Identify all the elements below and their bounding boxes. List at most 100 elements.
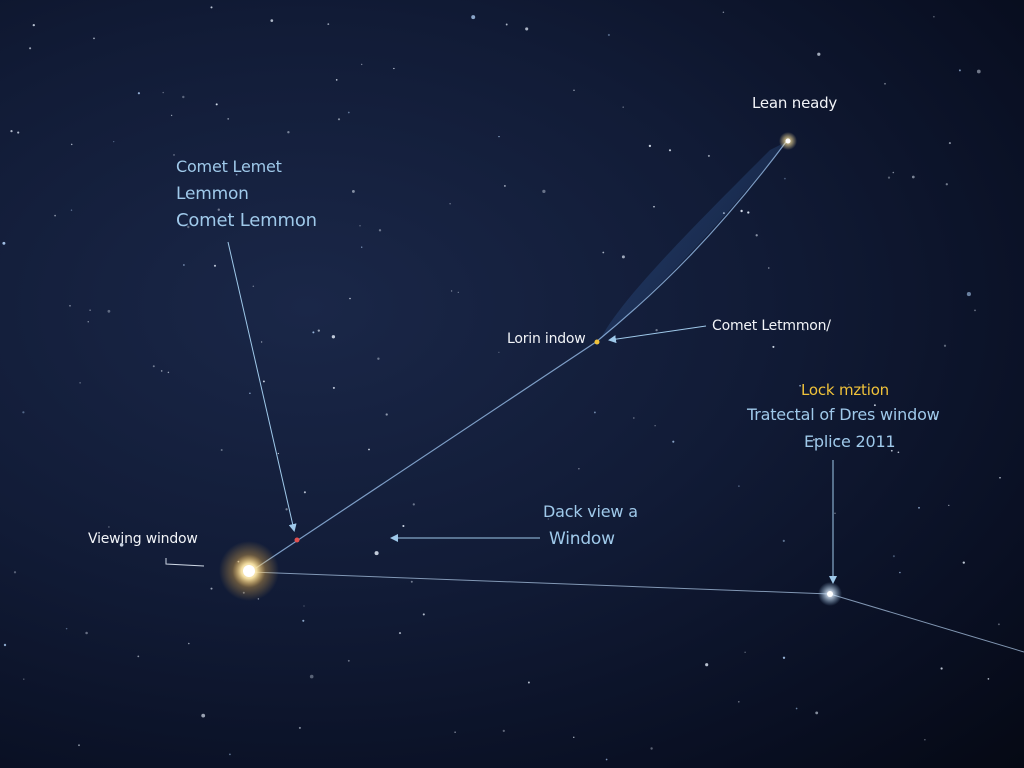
background-star xyxy=(933,417,937,420)
background-star xyxy=(672,440,675,443)
background-star xyxy=(17,131,20,134)
background-star xyxy=(70,209,73,211)
background-star xyxy=(70,143,73,146)
background-star xyxy=(213,264,217,267)
background-star xyxy=(527,681,530,684)
comet-trajectory-line xyxy=(255,141,787,569)
background-star xyxy=(298,726,301,729)
label-comet-lemmon: Comet Lemmon xyxy=(176,210,317,231)
background-star xyxy=(768,267,770,269)
background-star xyxy=(498,351,500,353)
viewing-window-pointer xyxy=(165,558,205,567)
background-star xyxy=(783,177,786,180)
background-star xyxy=(668,149,672,152)
background-star xyxy=(873,404,876,407)
background-star xyxy=(262,380,265,383)
background-star xyxy=(347,111,350,114)
background-star xyxy=(449,202,451,205)
background-star xyxy=(722,11,725,14)
background-star xyxy=(848,383,850,386)
background-star xyxy=(962,561,965,564)
background-star xyxy=(454,731,456,733)
background-star xyxy=(277,452,279,455)
background-star xyxy=(782,539,785,543)
label-viewing-window: Viewing window xyxy=(88,531,198,547)
background-star xyxy=(2,241,6,245)
background-star xyxy=(54,214,56,217)
background-star xyxy=(22,411,25,414)
background-star xyxy=(525,27,529,31)
background-star xyxy=(933,15,935,18)
background-star xyxy=(948,504,950,507)
background-star xyxy=(349,297,351,300)
comet-tail-glow xyxy=(600,142,786,340)
background-star xyxy=(547,518,549,520)
background-star xyxy=(593,411,596,414)
background-star xyxy=(335,79,338,81)
background-star xyxy=(303,605,305,607)
background-star xyxy=(113,140,115,143)
background-star xyxy=(317,329,320,332)
background-star xyxy=(817,52,821,56)
background-star xyxy=(377,357,380,360)
background-star xyxy=(802,328,805,331)
background-star xyxy=(887,176,891,179)
background-star xyxy=(958,69,961,72)
background-star xyxy=(650,747,653,750)
background-star xyxy=(162,91,164,94)
comet-marker-yellow xyxy=(594,339,600,345)
background-star xyxy=(705,663,709,667)
background-star xyxy=(368,448,370,451)
background-star xyxy=(402,524,405,528)
background-star xyxy=(331,335,336,339)
background-star xyxy=(227,117,230,120)
background-star xyxy=(602,251,605,254)
background-star xyxy=(337,118,341,121)
background-star xyxy=(632,417,635,419)
background-star xyxy=(270,19,274,22)
background-star xyxy=(183,264,185,266)
background-star xyxy=(378,229,382,232)
background-star xyxy=(85,631,88,635)
background-star xyxy=(167,371,170,374)
sun-core xyxy=(243,565,255,577)
background-star xyxy=(943,344,947,347)
background-star xyxy=(79,382,81,384)
background-star xyxy=(119,542,124,547)
background-star xyxy=(201,713,206,718)
background-star xyxy=(573,736,575,738)
background-star xyxy=(892,555,895,558)
background-star xyxy=(976,69,981,74)
background-star xyxy=(918,506,920,509)
background-star xyxy=(107,309,111,313)
background-star xyxy=(188,642,190,645)
background-star xyxy=(621,255,625,259)
background-star xyxy=(374,551,379,556)
background-star xyxy=(361,63,363,66)
background-star xyxy=(744,651,746,653)
background-star xyxy=(911,175,915,179)
background-star xyxy=(605,758,608,761)
background-star xyxy=(309,674,314,679)
label-eplice-2011: Eplice 2011 xyxy=(804,432,896,451)
background-star xyxy=(747,211,750,214)
lock-star-core xyxy=(827,591,833,597)
background-star xyxy=(229,753,231,756)
background-star xyxy=(782,656,786,659)
label-comet-letmmon: Comet Letmmon/ xyxy=(712,318,831,334)
background-star xyxy=(312,331,315,334)
background-star xyxy=(215,103,218,106)
background-star xyxy=(87,321,89,323)
background-star xyxy=(398,632,402,635)
background-star xyxy=(332,386,335,389)
background-star xyxy=(412,503,415,506)
background-star xyxy=(302,619,305,622)
background-star xyxy=(252,285,255,287)
background-star xyxy=(795,707,798,710)
background-star xyxy=(285,508,288,511)
background-star xyxy=(32,23,35,27)
background-star xyxy=(78,744,80,747)
background-star xyxy=(924,739,926,741)
star-to-edge-line xyxy=(829,593,1024,653)
